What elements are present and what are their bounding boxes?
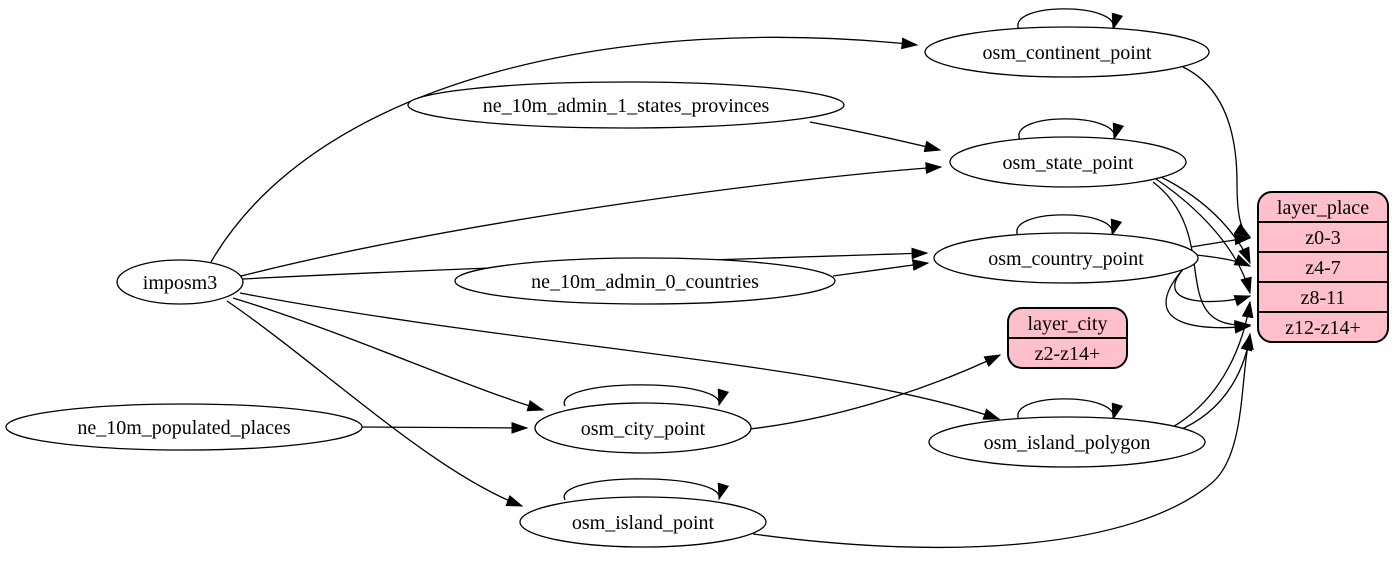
edges-layer <box>210 8 1254 549</box>
nodes-layer: imposm3 ne_10m_admin_1_states_provincesne… <box>5 26 1389 548</box>
node-label: osm_state_point <box>1002 152 1134 174</box>
edge-osm_island_point-to-layer_place-z12-z14+ <box>752 333 1253 549</box>
edge-imposm3-to-osm_continent_point <box>210 36 919 263</box>
node-label: osm_country_point <box>988 248 1144 270</box>
edge-ne_10m_populated_places-to-osm_city_point <box>361 421 529 434</box>
node-label: imposm3 <box>143 272 217 294</box>
node-osm_state_point: osm_state_point <box>949 136 1187 188</box>
table-ellipse <box>407 81 845 129</box>
table-ellipse <box>933 232 1199 284</box>
node-ne_10m_admin_1_states_provinces: ne_10m_admin_1_states_provinces <box>407 81 845 129</box>
edge-imposm3-to-osm_city_point <box>232 297 545 412</box>
edge-self-loop-osm_country_point <box>1016 214 1123 237</box>
record-header: layer_place <box>1277 197 1369 219</box>
edge-imposm3-to-osm_island_point <box>226 300 524 507</box>
table-ellipse <box>534 402 752 454</box>
node-ne_10m_admin_0_countries: ne_10m_admin_0_countries <box>454 257 836 305</box>
node-osm_island_point: osm_island_point <box>519 496 767 548</box>
node-label: ne_10m_admin_0_countries <box>531 271 759 293</box>
node-osm_country_point: osm_country_point <box>933 232 1199 284</box>
table-ellipse <box>928 416 1206 468</box>
table-ellipse <box>924 26 1210 78</box>
table-ellipse <box>5 403 363 451</box>
edge-osm_continent_point-to-layer_place-z0-3 <box>1182 66 1252 238</box>
edge-self-loop-osm_state_point <box>1018 118 1125 141</box>
node-label: ne_10m_populated_places <box>77 417 290 439</box>
record-row-layer_place-1: z4-7 <box>1305 257 1341 279</box>
edge-self-loop-osm_city_point <box>563 384 729 407</box>
table-ellipse <box>519 496 767 548</box>
edge-self-loop-osm_continent_point <box>1017 8 1124 31</box>
edge-osm_state_point-to-layer_place-z8-11 <box>1155 178 1252 295</box>
node-label: osm_city_point <box>581 418 706 440</box>
edge-osm_state_point-to-layer_place-z12-z14+ <box>1152 181 1252 332</box>
node-layer_place: layer_place z0-3 z4-7 z8-11 z12-z14+ <box>1257 191 1389 343</box>
edge-imposm3-to-osm_island_polygon <box>239 292 1001 420</box>
edge-osm_state_point-to-layer_place-z4-7 <box>1158 175 1251 265</box>
node-ne_10m_populated_places: ne_10m_populated_places <box>5 403 363 451</box>
edge-osm_country_point-to-layer_place-z0-3 <box>1190 233 1252 248</box>
record-header: layer_city <box>1028 313 1108 335</box>
node-label: osm_island_polygon <box>984 432 1151 454</box>
node-label: osm_island_point <box>572 512 715 534</box>
node-imposm3: imposm3 <box>116 259 244 305</box>
record-row-layer_place-0: z0-3 <box>1305 227 1341 249</box>
edge-osm_island_polygon-to-layer_place-z8-11 <box>1170 300 1254 429</box>
node-label: osm_continent_point <box>983 42 1152 64</box>
edge-osm_country_point-to-layer_place-z8-11 <box>1174 264 1252 307</box>
edge-osm_city_point-to-layer_city-z2-z14+ <box>749 354 1002 430</box>
record-row-layer_place-2: z8-11 <box>1301 287 1346 309</box>
edge-imposm3-to-osm_state_point <box>240 162 943 277</box>
record-row-layer_place-3: z12-z14+ <box>1285 317 1361 339</box>
edge-ne_10m_admin_0_countries-to-osm_country_point <box>832 259 930 277</box>
node-osm_island_polygon: osm_island_polygon <box>928 416 1206 468</box>
edge-ne_10m_admin_1_states_provinces-to-osm_state_point <box>809 121 942 153</box>
node-label: ne_10m_admin_1_states_provinces <box>483 95 770 117</box>
table-ellipse <box>116 259 244 305</box>
edge-self-loop-osm_island_polygon <box>1017 398 1124 421</box>
record-box <box>1257 191 1389 343</box>
table-ellipse <box>454 257 836 305</box>
table-ellipse <box>949 136 1187 188</box>
node-layer_city: layer_city z2-z14+ <box>1007 307 1128 369</box>
edge-osm_country_point-to-layer_place-z4-7 <box>1195 254 1252 267</box>
edge-self-loop-osm_island_point <box>563 478 729 501</box>
edge-osm_country_point-to-layer_place-z12-z14+ <box>1165 268 1252 334</box>
record-row-layer_city-0: z2-z14+ <box>1035 343 1101 365</box>
node-osm_city_point: osm_city_point <box>534 402 752 454</box>
node-osm_continent_point: osm_continent_point <box>924 26 1210 78</box>
